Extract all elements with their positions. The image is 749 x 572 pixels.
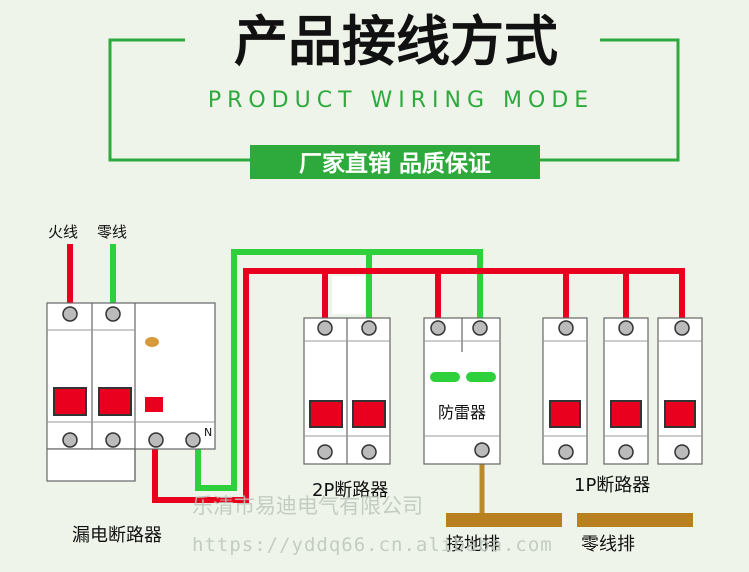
rcd-breaker <box>46 302 216 482</box>
rcd-label: 漏电断路器 <box>72 525 162 546</box>
neutral-bar-label: 零线排 <box>581 534 635 555</box>
live-bus-wire <box>152 268 685 503</box>
header-subtitle: PRODUCT WIRING MODE <box>208 88 594 113</box>
surge-protector <box>423 317 501 465</box>
header-title: 产品接线方式 <box>234 10 558 73</box>
wires <box>67 244 685 518</box>
header-frame <box>108 38 680 162</box>
breaker-1p-group <box>542 317 703 465</box>
neutral-bar <box>577 513 693 527</box>
watermark-company: 乐清市易迪电气有限公司 <box>192 494 423 518</box>
breaker-1p-label: 1P断路器 <box>574 475 650 496</box>
watermark-url: https://yddq66.cn.alibaba.com <box>192 534 553 556</box>
breaker-2p-label: 2P断路器 <box>312 480 388 501</box>
live-label: 火线 <box>48 223 78 241</box>
ground-bar <box>446 513 562 527</box>
header-badge: 厂家直销 品质保证 <box>299 150 491 177</box>
bus-gap <box>332 276 365 314</box>
breaker-2p <box>303 317 391 465</box>
neutral-label: 零线 <box>97 223 127 241</box>
header-badge-bg <box>250 145 540 179</box>
neutral-bus-wire <box>195 249 483 491</box>
ground-bar-label: 接地排 <box>446 534 500 555</box>
rcd-n-terminal-label: N <box>204 426 212 439</box>
surge-label: 防雷器 <box>438 403 486 422</box>
